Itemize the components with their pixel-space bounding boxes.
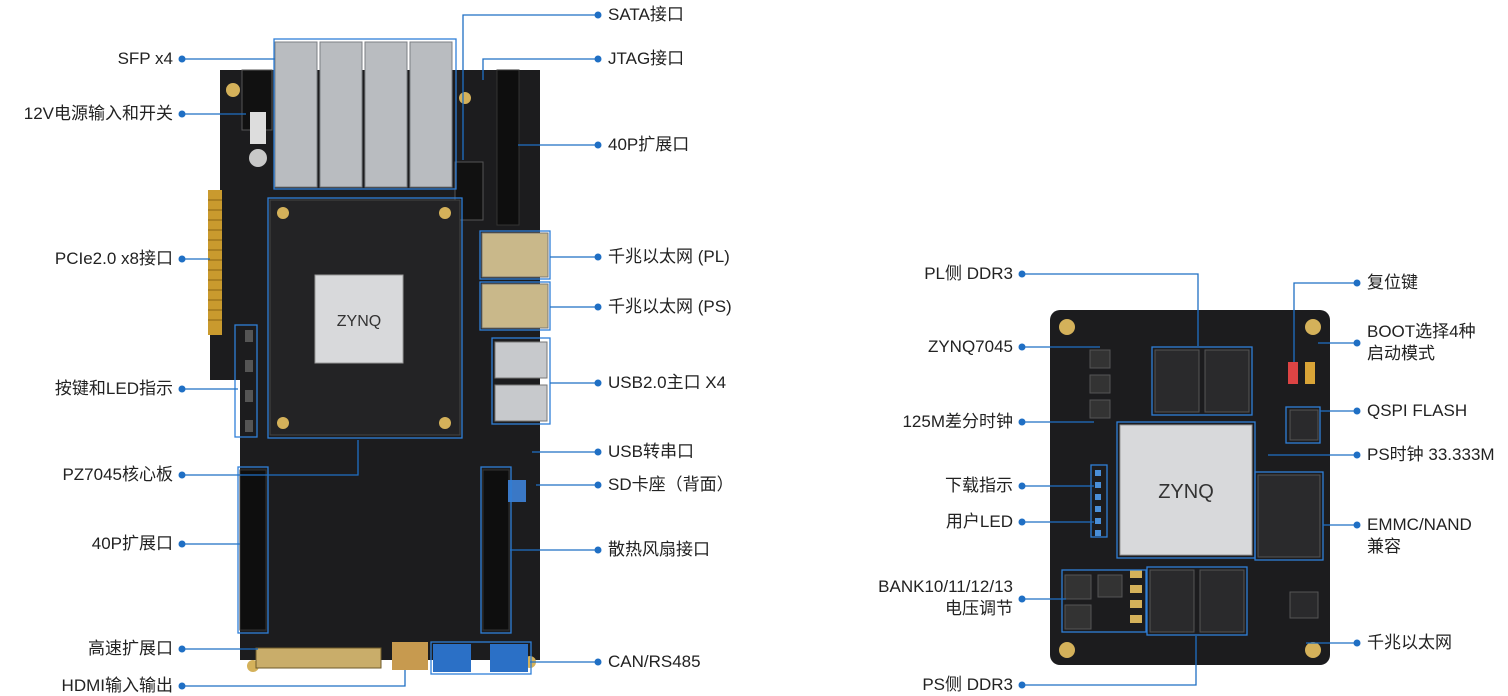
label-qspi: QSPI FLASH (1367, 401, 1468, 420)
label-gbe-pl: 千兆以太网 (PL) (608, 247, 730, 266)
core-board-illustration: ZYNQ (1050, 310, 1330, 665)
label-core-board: PZ7045核心板 (62, 465, 173, 484)
label-boot-select: BOOT选择4种 启动模式 (1367, 322, 1476, 363)
label-sfp: SFP x4 (117, 49, 173, 68)
label-download-indicator: 下载指示 (945, 476, 1013, 495)
carrier-board-illustration: ZYNQ (208, 38, 551, 675)
label-125m-clock: 125M差分时钟 (902, 412, 1013, 431)
label-ps-ddr3: PS侧 DDR3 (922, 675, 1013, 694)
label-ps-clock: PS时钟 33.333M (1367, 445, 1495, 464)
label-user-led: 用户LED (945, 512, 1013, 531)
label-can-rs485: CAN/RS485 (608, 652, 701, 671)
label-high-speed: 高速扩展口 (88, 639, 173, 658)
label-usb-uart: USB转串口 (608, 442, 694, 461)
label-sata: SATA接口 (608, 5, 684, 24)
label-sd-card: SD卡座（背面） (608, 475, 734, 494)
label-jtag: JTAG接口 (608, 49, 685, 68)
label-gbe-ps: 千兆以太网 (PS) (608, 297, 732, 316)
label-keys-leds: 按键和LED指示 (54, 379, 173, 398)
label-reset: 复位键 (1367, 273, 1418, 292)
svg-text:ZYNQ: ZYNQ (1158, 481, 1214, 503)
label-fan: 散热风扇接口 (608, 540, 710, 559)
label-power-input: 12V电源输入和开关 (23, 104, 173, 123)
label-gbe-core: 千兆以太网 (1367, 633, 1452, 652)
label-pl-ddr3: PL侧 DDR3 (924, 264, 1013, 283)
label-hdmi: HDMI输入输出 (61, 676, 173, 695)
svg-text:ZYNQ: ZYNQ (337, 313, 381, 330)
label-40p-left: 40P扩展口 (91, 534, 173, 553)
label-bank-voltage: BANK10/11/12/13 电压调节 (878, 577, 1013, 618)
label-usb-host: USB2.0主口 X4 (608, 373, 727, 392)
label-zynq7045: ZYNQ7045 (927, 337, 1013, 356)
label-pcie: PCIe2.0 x8接口 (54, 249, 173, 268)
label-emmc-nand: EMMC/NAND 兼容 (1367, 515, 1472, 556)
label-40p-right: 40P扩展口 (608, 135, 690, 154)
